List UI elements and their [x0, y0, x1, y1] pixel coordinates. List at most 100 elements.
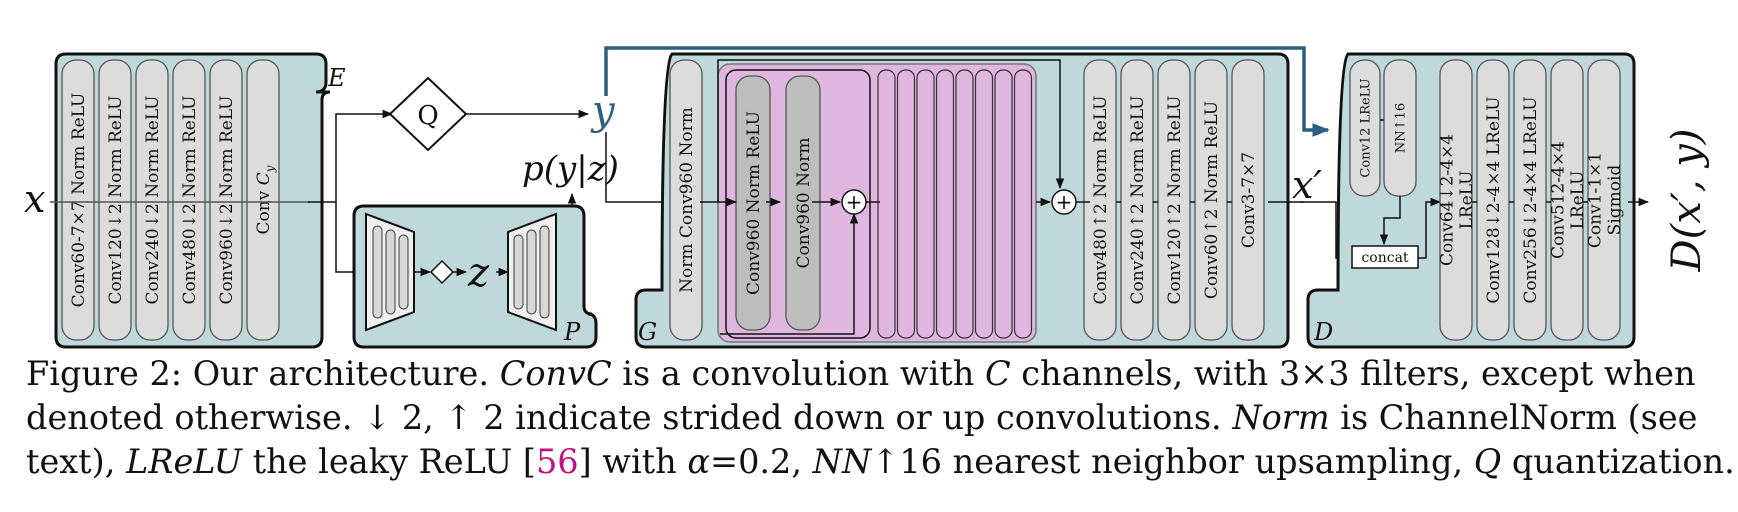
generator-first-block: Norm Conv960 Norm: [669, 59, 703, 341]
residual-sum-2-plus: +: [1056, 190, 1073, 214]
encoder-block-2: Conv240↓2 Norm ReLU: [135, 59, 169, 341]
caption-run: ↑16 nearest neighbor upsampling,: [871, 442, 1474, 481]
caption-run: channels, with 3×3 filters, except when: [1010, 354, 1696, 393]
disc-nn-block: NN↑16: [1383, 59, 1417, 197]
residual-stripe: [877, 69, 896, 339]
nn-to-concat-line: [1379, 196, 1401, 246]
residual-conv-1-shape: [785, 75, 821, 331]
encoder-block-5-label: Conv Cy: [254, 165, 277, 234]
residual-stripe: [994, 69, 1013, 339]
encoder-block-1: Conv120↓2 Norm ReLU: [98, 59, 132, 341]
encoder-block-0: Conv60-7×7 Norm ReLU: [61, 59, 95, 341]
generator-up-block-1-shape: [1120, 59, 1154, 341]
residual-stripe: [896, 69, 916, 339]
y-to-generator-line: [605, 132, 674, 207]
input-label: x: [24, 177, 45, 221]
disc-conv12-block-shape: [1349, 59, 1381, 197]
disc-block-3-shape: [1550, 59, 1584, 341]
disc-conv12-block-label: Conv12 LReLU: [1359, 78, 1374, 177]
encoder-block-3-shape: [172, 59, 206, 341]
generator-up-block-3: Conv60↑2 Norm ReLU: [1194, 59, 1228, 341]
disc-block-4-shape: [1587, 59, 1621, 341]
generator-up-block-0-label: Conv480↑2 Norm ReLU: [1091, 95, 1111, 304]
encoder-block-4-label: Conv960↓2 Norm ReLU: [217, 95, 237, 304]
residual-conv-0-label: Conv960 Norm ReLU: [744, 111, 764, 295]
caption-run: the leaky ReLU [: [241, 442, 536, 481]
caption-run: LReLU: [126, 442, 242, 481]
residual-inner-skip: [720, 212, 859, 335]
disc-block-0-label: Conv64↓2-4×4: [1437, 134, 1457, 266]
generator-up-block-4-label: Conv3-7×7: [1239, 152, 1259, 248]
disc-nn-block-label: NN↑16: [1394, 103, 1409, 153]
encoder-block-3-label: Conv480↓2 Norm ReLU: [180, 95, 200, 304]
generator-up-block-1-label: Conv240↑2 Norm ReLU: [1128, 95, 1148, 304]
residual-skip-connection: [717, 59, 1065, 202]
residual-stripes: [877, 69, 1033, 339]
caption-run: denoted otherwise. ↓ 2, ↑ 2 indicate str…: [26, 398, 1233, 437]
generator-first-block: Norm Conv960 Norm: [669, 59, 703, 341]
concat-label: concat: [1361, 250, 1408, 266]
disc-block-1: Conv128↓2-4×4 LReLU: [1476, 59, 1510, 341]
disc-block-2-shape: [1513, 59, 1547, 341]
generator-up-block-3-shape: [1194, 59, 1228, 341]
generator-upsampling-blocks: Conv480↑2 Norm ReLU Conv240↑2 Norm ReLU Co…: [1083, 59, 1265, 341]
residual-conv-blocks: Conv960 Norm ReLU Conv960 Norm: [735, 75, 821, 331]
discriminator-y-blocks: Conv12 LReLU NN↑16: [1349, 59, 1417, 197]
generator-up-block-4-shape: [1231, 59, 1265, 341]
disc-block-3-label: Conv512-4×4: [1548, 141, 1568, 259]
caption-run: NN: [812, 442, 872, 481]
generator-up-block-2: Conv120↑2 Norm ReLU: [1157, 59, 1191, 341]
caption-run: Figure 2: Our architecture.: [26, 354, 500, 393]
residual-stripe: [916, 69, 935, 339]
prior-encoder-bars: [372, 225, 409, 319]
y-to-discriminator-line: [604, 46, 1330, 137]
generator-up-block-4: Conv3-7×7: [1231, 59, 1265, 341]
caption-run: ] with: [578, 442, 688, 481]
caption-run: =0.2,: [710, 442, 813, 481]
disc-block-1-label: Conv128↓2-4×4 LReLU: [1484, 96, 1504, 303]
residual-conv-0: Conv960 Norm ReLU: [735, 75, 771, 331]
disc-block-3-label: LReLU: [1568, 171, 1588, 230]
disc-block-4-label: Conv1-1×1: [1585, 152, 1605, 248]
residual-conv-1: Conv960 Norm: [785, 75, 821, 331]
quantizer-label: Q: [417, 101, 438, 131]
prior-z-label: z: [467, 250, 490, 296]
residual-stripe: [935, 69, 955, 339]
generator-up-block-3-label: Conv60↑2 Norm ReLU: [1202, 101, 1222, 299]
encoder-block-1-label: Conv120↓2 Norm ReLU: [106, 95, 126, 304]
prior-decoder-bars: [513, 225, 550, 319]
encoder-block-5: Conv Cy: [246, 59, 280, 341]
residual-stripe: [974, 69, 994, 339]
encoder-block-2-label: Conv240↓2 Norm ReLU: [143, 95, 163, 304]
disc-block-4-label: Sigmoid: [1605, 165, 1625, 236]
generator-up-block-2-shape: [1157, 59, 1191, 341]
prob-label: p(y|z): [522, 149, 619, 189]
encoder-block-4-shape: [209, 59, 243, 341]
caption-run: 56: [535, 442, 579, 481]
caption-run: α: [687, 442, 710, 481]
residual-sum-1-plus: +: [846, 190, 863, 214]
caption-line-3: text), LReLU the leaky ReLU [56] with α=…: [26, 440, 1735, 484]
discriminator-tag: D: [1313, 318, 1333, 346]
caption-line-1: Figure 2: Our architecture. ConvC is a c…: [26, 352, 1716, 396]
disc-conv12-block: Conv12 LReLU: [1349, 59, 1381, 197]
figure-caption: Figure 2: Our architecture. ConvC is a c…: [26, 352, 1735, 484]
disc-block-2: Conv256↓2-4×4 LReLU: [1513, 59, 1547, 341]
recon-label: x′: [1292, 163, 1322, 207]
generator-up-block-2-label: Conv120↑2 Norm ReLU: [1165, 95, 1185, 304]
encoder-block-5-subscript: y: [263, 165, 277, 173]
discriminator-output-label: D(x′, y): [1664, 129, 1710, 273]
generator-first-block-label: Norm Conv960 Norm: [677, 107, 697, 293]
generator-up-block-1: Conv240↑2 Norm ReLU: [1120, 59, 1154, 341]
caption-run: Norm: [1232, 398, 1330, 437]
concat-box: [1351, 245, 1419, 269]
encoder-tag: E: [327, 64, 346, 92]
residual-stripe: [955, 69, 974, 339]
caption-line-2: denoted otherwise. ↓ 2, ↑ 2 indicate str…: [26, 396, 1716, 440]
generator-up-block-0-shape: [1083, 59, 1117, 341]
quantizer-diamond: [388, 76, 468, 152]
disc-block-0-label: LReLU: [1457, 171, 1477, 230]
